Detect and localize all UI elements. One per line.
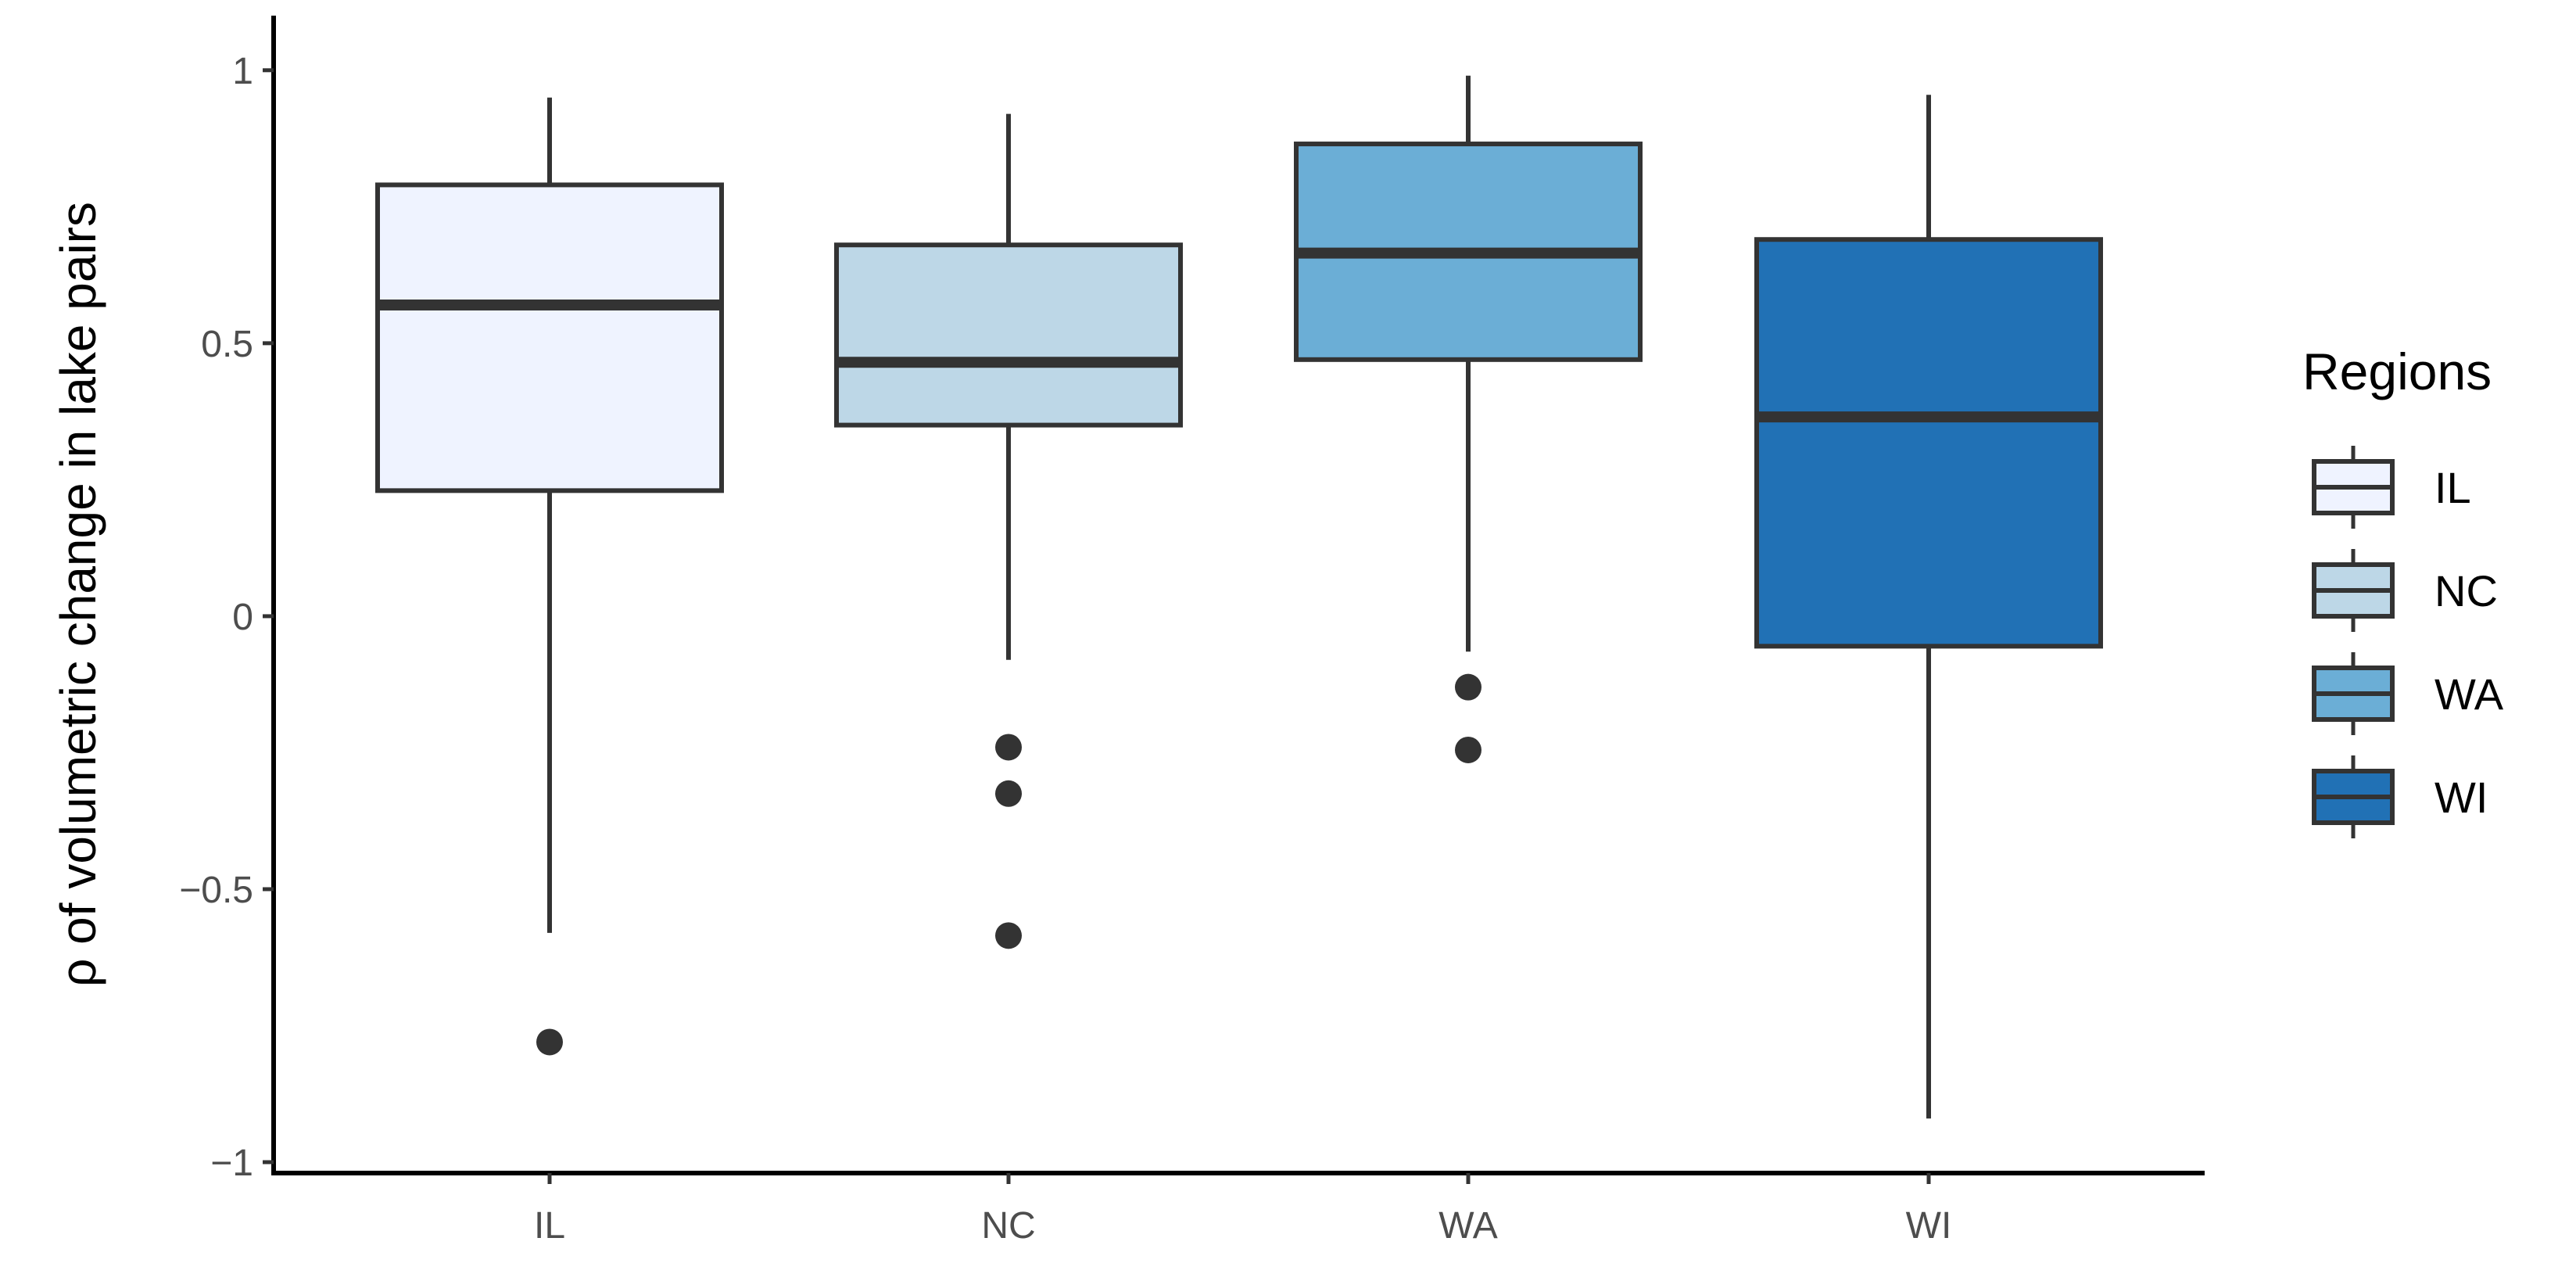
legend-label: NC — [2434, 566, 2498, 615]
legend-item-wi: WI — [2312, 755, 2488, 838]
legend-title: Regions — [2302, 343, 2492, 400]
legend-label: WA — [2434, 669, 2504, 719]
outlier-point — [995, 922, 1022, 949]
y-tick-label: −0.5 — [179, 870, 253, 911]
outlier-point — [536, 1028, 563, 1056]
legend-item-wa: WA — [2312, 652, 2504, 735]
x-tick-label: IL — [534, 1205, 565, 1247]
box-wi — [1754, 237, 2103, 649]
box-il — [375, 182, 724, 493]
outlier-point — [1455, 736, 1481, 763]
legend-item-il: IL — [2312, 446, 2471, 529]
box-nc — [834, 242, 1183, 428]
box-group-il — [375, 97, 724, 1056]
y-tick-label: 0.5 — [201, 324, 253, 365]
y-tick-label: 1 — [232, 51, 253, 92]
y-tick-label: 0 — [232, 597, 253, 638]
legend-label: WI — [2434, 773, 2488, 822]
x-tick-label: WA — [1438, 1205, 1498, 1247]
y-tick-label: −1 — [210, 1143, 253, 1184]
y-axis-title: ρ of volumetric change in lake pairs — [50, 202, 106, 987]
x-tick-label: WI — [1906, 1205, 1952, 1247]
outlier-point — [995, 780, 1022, 807]
legend-label: IL — [2434, 463, 2471, 512]
outlier-point — [995, 734, 1022, 761]
outlier-point — [1455, 673, 1481, 701]
box-group-nc — [834, 113, 1183, 949]
legend-item-nc: NC — [2312, 549, 2498, 632]
box-group-wi — [1754, 95, 2103, 1119]
x-tick-label: NC — [981, 1205, 1035, 1247]
box-group-wa — [1294, 75, 1643, 763]
